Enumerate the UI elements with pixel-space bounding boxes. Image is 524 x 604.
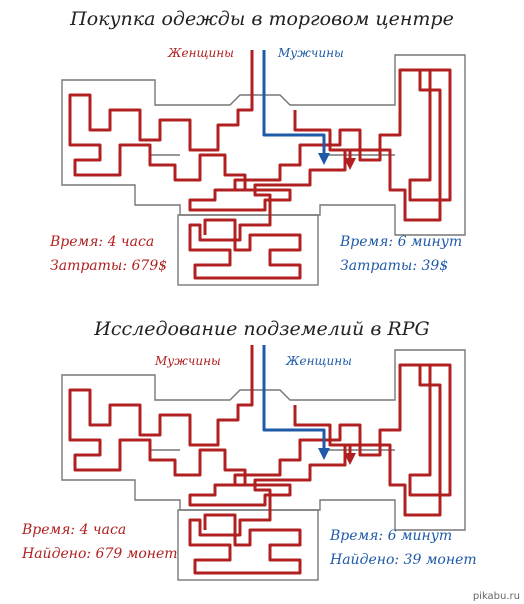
watermark: pikabu.ru: [472, 591, 520, 602]
panel2-note-right-found: Найдено: 39 монет: [330, 552, 477, 568]
panel2-path-man-end: [293, 405, 352, 455]
panel1-note-right-time: Время: 6 минут: [340, 234, 463, 250]
panel2-walls: [61, 349, 466, 531]
panel1-note-left: Время: 4 часа Затраты: 679$: [50, 230, 167, 278]
panel1-title: Покупка одежды в торговом центре: [70, 8, 454, 30]
panel1-walls: [61, 54, 466, 236]
panel2-note-right: Время: 6 минут Найдено: 39 монет: [330, 524, 477, 572]
panel2-arrow-man: [344, 453, 356, 465]
panel1-note-left-cost: Затраты: 679$: [50, 258, 168, 274]
panel1-arrow-man: [318, 153, 330, 165]
panel1-map: [61, 50, 466, 286]
panel2-note-right-time: Время: 6 минут: [330, 528, 453, 544]
panel1-note-right: Время: 6 минут Затраты: 39$: [340, 230, 462, 278]
panel1-lower-room: [177, 214, 319, 286]
panel2-path-woman: [262, 345, 326, 450]
panel1-label-left: Женщины: [168, 46, 234, 60]
panel1-path-man: [262, 50, 326, 155]
panel2-path-man: [68, 345, 452, 575]
panel1-label-right: Мужчины: [278, 46, 344, 60]
panel2-note-left-found: Найдено: 679 монет: [22, 546, 178, 562]
panel2-note-left-time: Время: 4 часа: [22, 522, 127, 538]
panel1-path-woman: [68, 50, 452, 280]
panel1-path-woman-end: [293, 110, 352, 160]
panel2-arrow-woman: [318, 448, 330, 460]
panel2-label-right: Женщины: [286, 354, 352, 368]
panel2-label-left: Мужчины: [155, 354, 221, 368]
panel2-note-left: Время: 4 часа Найдено: 679 монет: [22, 518, 178, 566]
panel1-note-right-cost: Затраты: 39$: [340, 258, 449, 274]
panel2-map: [61, 345, 466, 581]
panel2-title: Исследование подземелий в RPG: [94, 318, 430, 340]
panel2-lower-room: [177, 509, 319, 581]
panel1-arrow-woman: [344, 158, 356, 170]
panel1-note-left-time: Время: 4 часа: [50, 234, 155, 250]
